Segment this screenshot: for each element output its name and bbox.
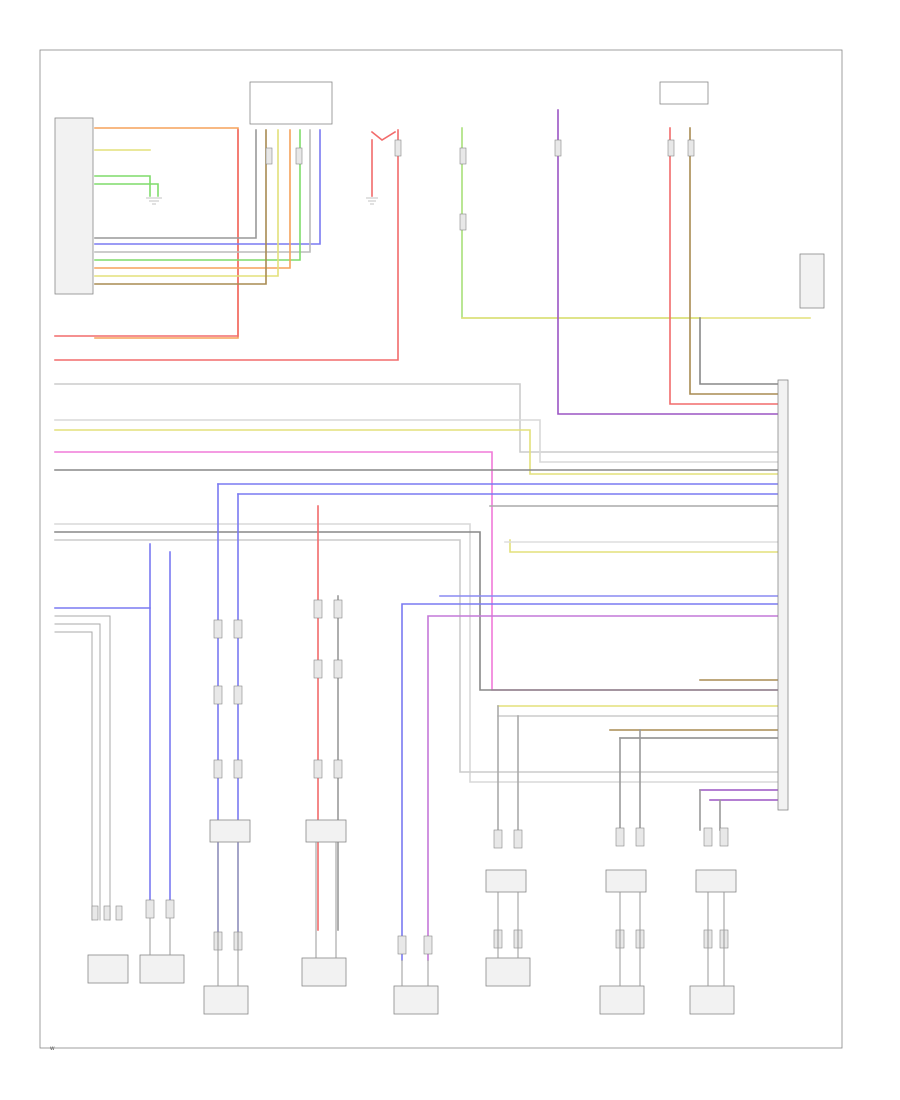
bus-gray-3	[54, 531, 783, 691]
component-group	[54, 81, 825, 1015]
page-marker: W	[50, 1046, 55, 1052]
wire-blue-harness	[94, 129, 321, 245]
top-right-module	[659, 81, 709, 105]
right-connector-2	[777, 379, 789, 811]
device-boxes	[87, 819, 737, 1015]
wire-gray-harness	[94, 129, 257, 239]
actuator-box-1	[203, 985, 249, 1015]
wire-brown-harness	[94, 129, 267, 285]
wire-red-fuse	[54, 129, 399, 361]
bus-white-4	[54, 539, 783, 773]
wire-white-harness	[94, 129, 311, 253]
wire-orange-top	[94, 127, 239, 339]
wire-green-gnd	[94, 175, 151, 197]
inline-connectors	[91, 139, 729, 955]
left-module	[54, 117, 94, 295]
wire-red-fuse-b	[370, 130, 397, 141]
wire-green-gnd-b	[94, 183, 159, 197]
actuator-box-2	[301, 957, 347, 987]
wire-green-harness	[94, 129, 301, 261]
wire-green-relay	[461, 127, 701, 319]
bus-pink	[54, 451, 783, 691]
actuator-box-6	[689, 985, 735, 1015]
switch-box-3	[485, 869, 527, 893]
wire-blue-col-3	[401, 603, 783, 961]
wire-pink-col	[427, 615, 783, 961]
ground-symbol-1	[146, 197, 162, 205]
switch-box-5	[695, 869, 737, 893]
actuator-box-4	[485, 957, 531, 987]
wire-gray-pins	[54, 615, 111, 921]
wire-gray-right	[699, 317, 783, 385]
switch-box-2	[305, 819, 347, 843]
wire-red-right	[669, 127, 783, 405]
switch-box-1	[209, 819, 251, 843]
actuator-box-5	[599, 985, 645, 1015]
wire-violet-bottom	[699, 789, 783, 801]
wire-violet	[557, 109, 783, 415]
bus-yellow-2	[509, 539, 783, 553]
wire-brown-right	[689, 127, 783, 395]
wire-gray-drop-3	[699, 789, 721, 831]
drop-lines	[149, 842, 725, 986]
wire-yellow-harness	[94, 129, 279, 277]
wire-orange-harness	[94, 129, 291, 269]
switch-box-4	[605, 869, 647, 893]
wire-red-left	[54, 129, 239, 337]
wire-group	[54, 109, 811, 961]
actuator-box-3	[393, 985, 439, 1015]
bus-white-1	[54, 383, 783, 453]
top-connector	[249, 81, 333, 125]
bus-white-3	[54, 523, 783, 783]
bus-white-2	[54, 419, 783, 463]
sensor-box-2	[139, 954, 185, 984]
bus-yellow-1	[54, 429, 783, 475]
sensor-box-1	[87, 954, 129, 984]
right-connector-1	[799, 253, 825, 309]
ground-symbol-2	[366, 197, 378, 205]
diagram-frame	[39, 49, 843, 1049]
